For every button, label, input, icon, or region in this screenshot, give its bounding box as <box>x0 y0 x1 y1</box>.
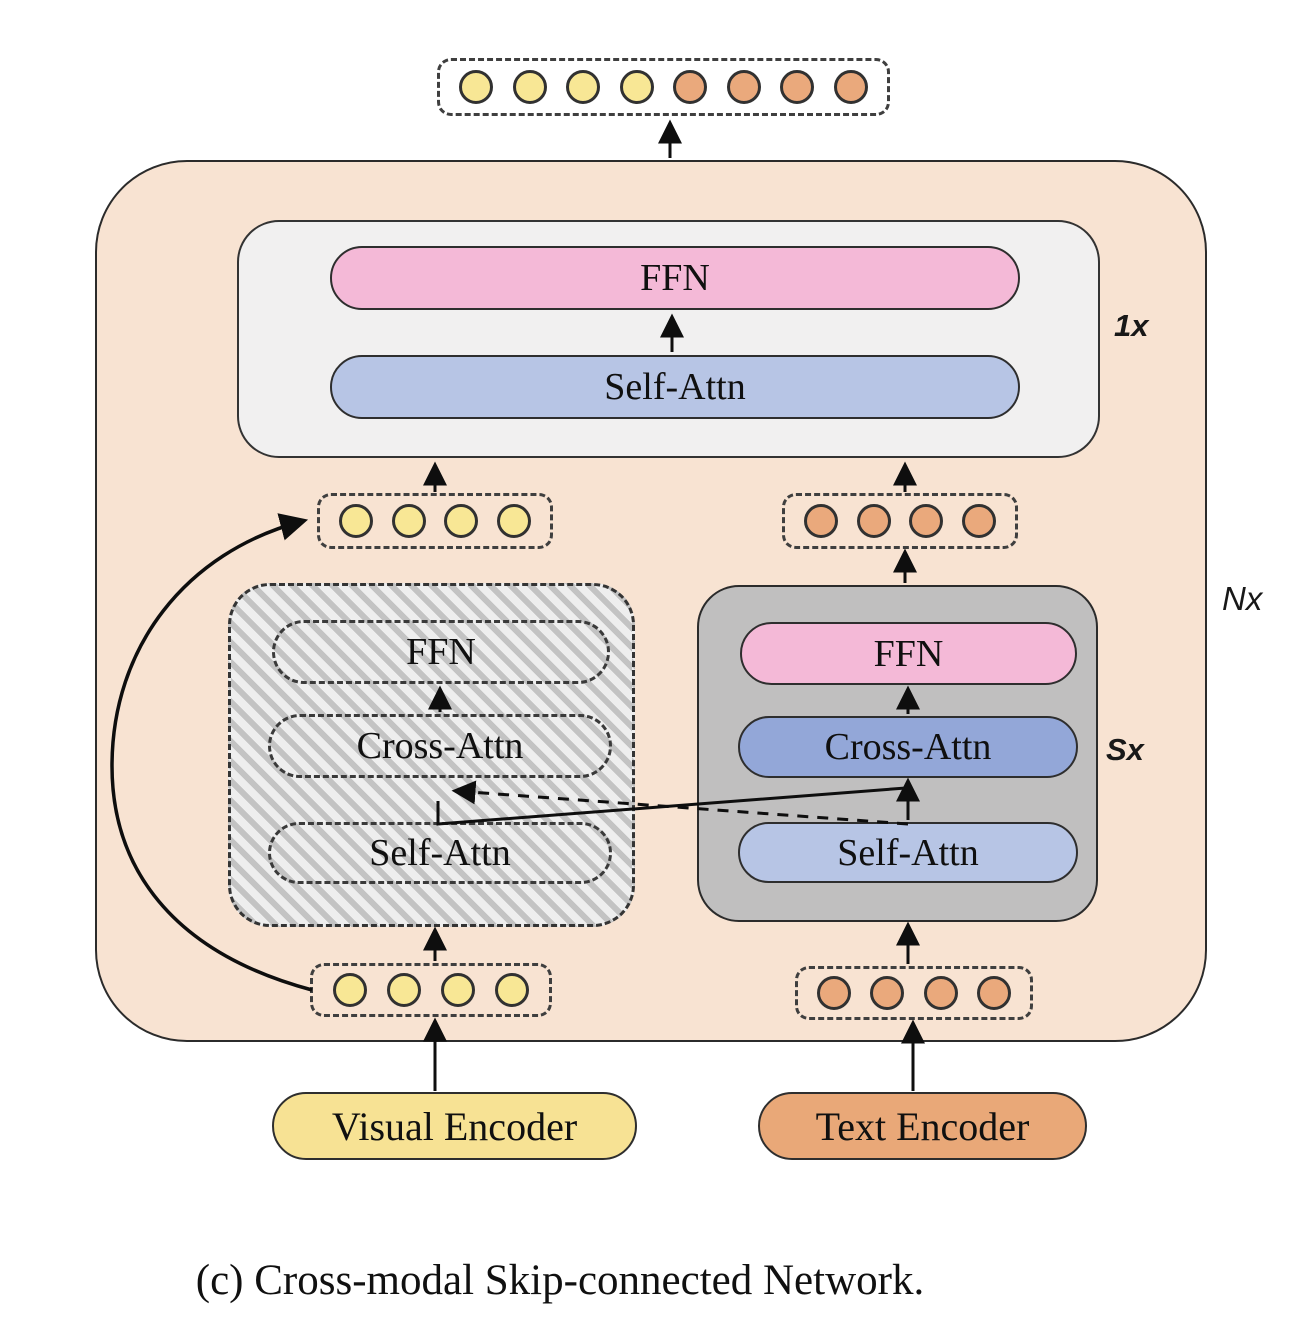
visual-cross-attn-pill: Cross-Attn <box>268 714 612 778</box>
visual-self-attn-label: Self-Attn <box>369 832 511 874</box>
token-circle-orange <box>856 504 891 538</box>
text-self-attn-label: Self-Attn <box>837 831 979 874</box>
fusion-self-attn-label: Self-Attn <box>604 366 746 408</box>
text-ffn-label: FFN <box>873 632 944 675</box>
token-circle-orange <box>780 70 815 104</box>
token-circle-yellow <box>338 504 373 538</box>
token-circle-yellow <box>619 70 654 104</box>
token-circle-yellow <box>566 70 601 104</box>
text-encoder-label: Text Encoder <box>815 1103 1030 1149</box>
text-cross-attn-pill: Cross-Attn <box>738 716 1078 778</box>
visual-input-token-row <box>310 963 552 1017</box>
visual-cross-attn-label: Cross-Attn <box>356 725 524 767</box>
token-circle-orange <box>726 70 761 104</box>
token-circle-orange <box>817 976 852 1010</box>
figure-caption: (c) Cross-modal Skip-connected Network. <box>195 1257 925 1304</box>
token-circle-yellow <box>444 504 479 538</box>
text-ffn-pill: FFN <box>740 622 1077 685</box>
text-input-token-row <box>795 966 1033 1020</box>
fusion-ffn-label: FFN <box>640 257 710 299</box>
token-circle-orange <box>833 70 868 104</box>
visual-self-attn-pill: Self-Attn <box>268 822 612 884</box>
fusion-self-attn-pill: Self-Attn <box>330 355 1020 419</box>
fusion-ffn-pill: FFN <box>330 246 1020 310</box>
visual-ffn-label: FFN <box>406 631 476 673</box>
text-encoder-pill: Text Encoder <box>758 1092 1087 1160</box>
token-circle-yellow <box>333 973 367 1007</box>
visual-ffn-pill: FFN <box>272 620 610 684</box>
token-circle-yellow <box>441 973 475 1007</box>
text-cross-attn-label: Cross-Attn <box>824 726 992 768</box>
text-mid-token-row <box>782 493 1018 549</box>
token-circle-orange <box>870 976 905 1010</box>
token-circle-orange <box>909 504 944 538</box>
token-circle-yellow <box>391 504 426 538</box>
repeat-label-sx: Sx <box>1106 732 1144 767</box>
token-circle-yellow <box>387 973 421 1007</box>
token-circle-yellow <box>459 70 494 104</box>
visual-mid-token-row <box>317 493 553 549</box>
token-circle-orange <box>923 976 958 1010</box>
token-circle-orange <box>976 976 1011 1010</box>
token-circle-yellow <box>512 70 547 104</box>
visual-encoder-label: Visual Encoder <box>331 1103 578 1149</box>
output-token-row <box>437 58 890 116</box>
visual-encoder-pill: Visual Encoder <box>272 1092 637 1160</box>
token-circle-yellow <box>495 973 529 1007</box>
token-circle-orange <box>803 504 838 538</box>
token-circle-orange <box>962 504 997 538</box>
repeat-label-1x: 1x <box>1114 308 1149 343</box>
token-circle-yellow <box>497 504 532 538</box>
text-self-attn-pill: Self-Attn <box>738 822 1078 883</box>
repeat-label-nx: Nx <box>1222 580 1263 617</box>
token-circle-orange <box>673 70 708 104</box>
